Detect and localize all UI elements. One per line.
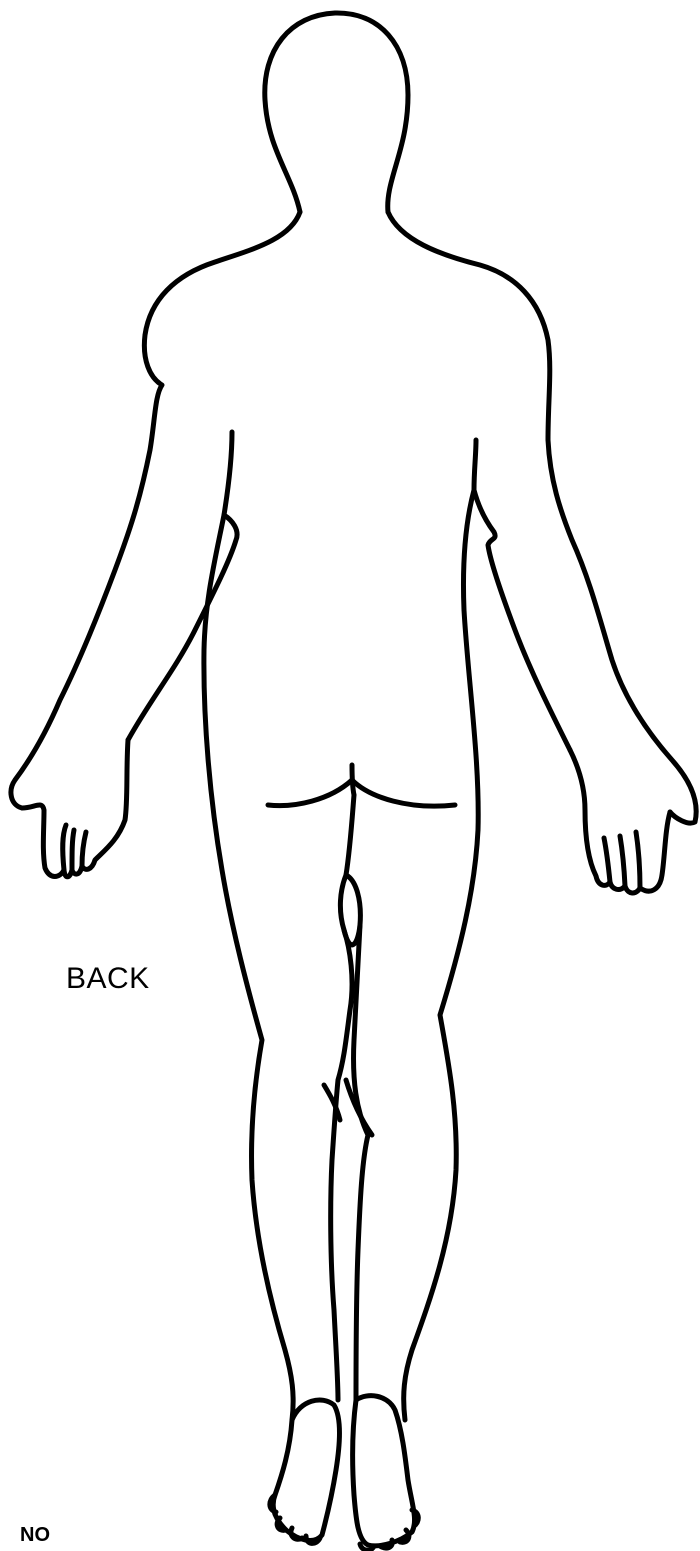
view-label: BACK <box>66 962 150 996</box>
left-hand-outline <box>22 740 128 877</box>
left-torso-leg-outline <box>204 515 293 1420</box>
buttocks-curve <box>268 780 455 806</box>
gluteal-cleft <box>352 765 354 795</box>
right-finger-lines <box>604 832 640 888</box>
left-finger-lines <box>63 825 86 870</box>
right-shoulder-outline <box>388 212 696 823</box>
left-foot-outline <box>273 1400 339 1540</box>
right-torso-leg-outline <box>404 490 479 1420</box>
corner-label: NO <box>20 1524 50 1547</box>
left-shoulder-outline <box>11 212 300 808</box>
inner-leg-line-right <box>354 925 368 1400</box>
knee-crease-lines <box>324 1080 372 1135</box>
right-hand-outline <box>570 750 670 893</box>
head-outline <box>265 13 408 212</box>
left-toes-outline <box>270 1495 320 1543</box>
